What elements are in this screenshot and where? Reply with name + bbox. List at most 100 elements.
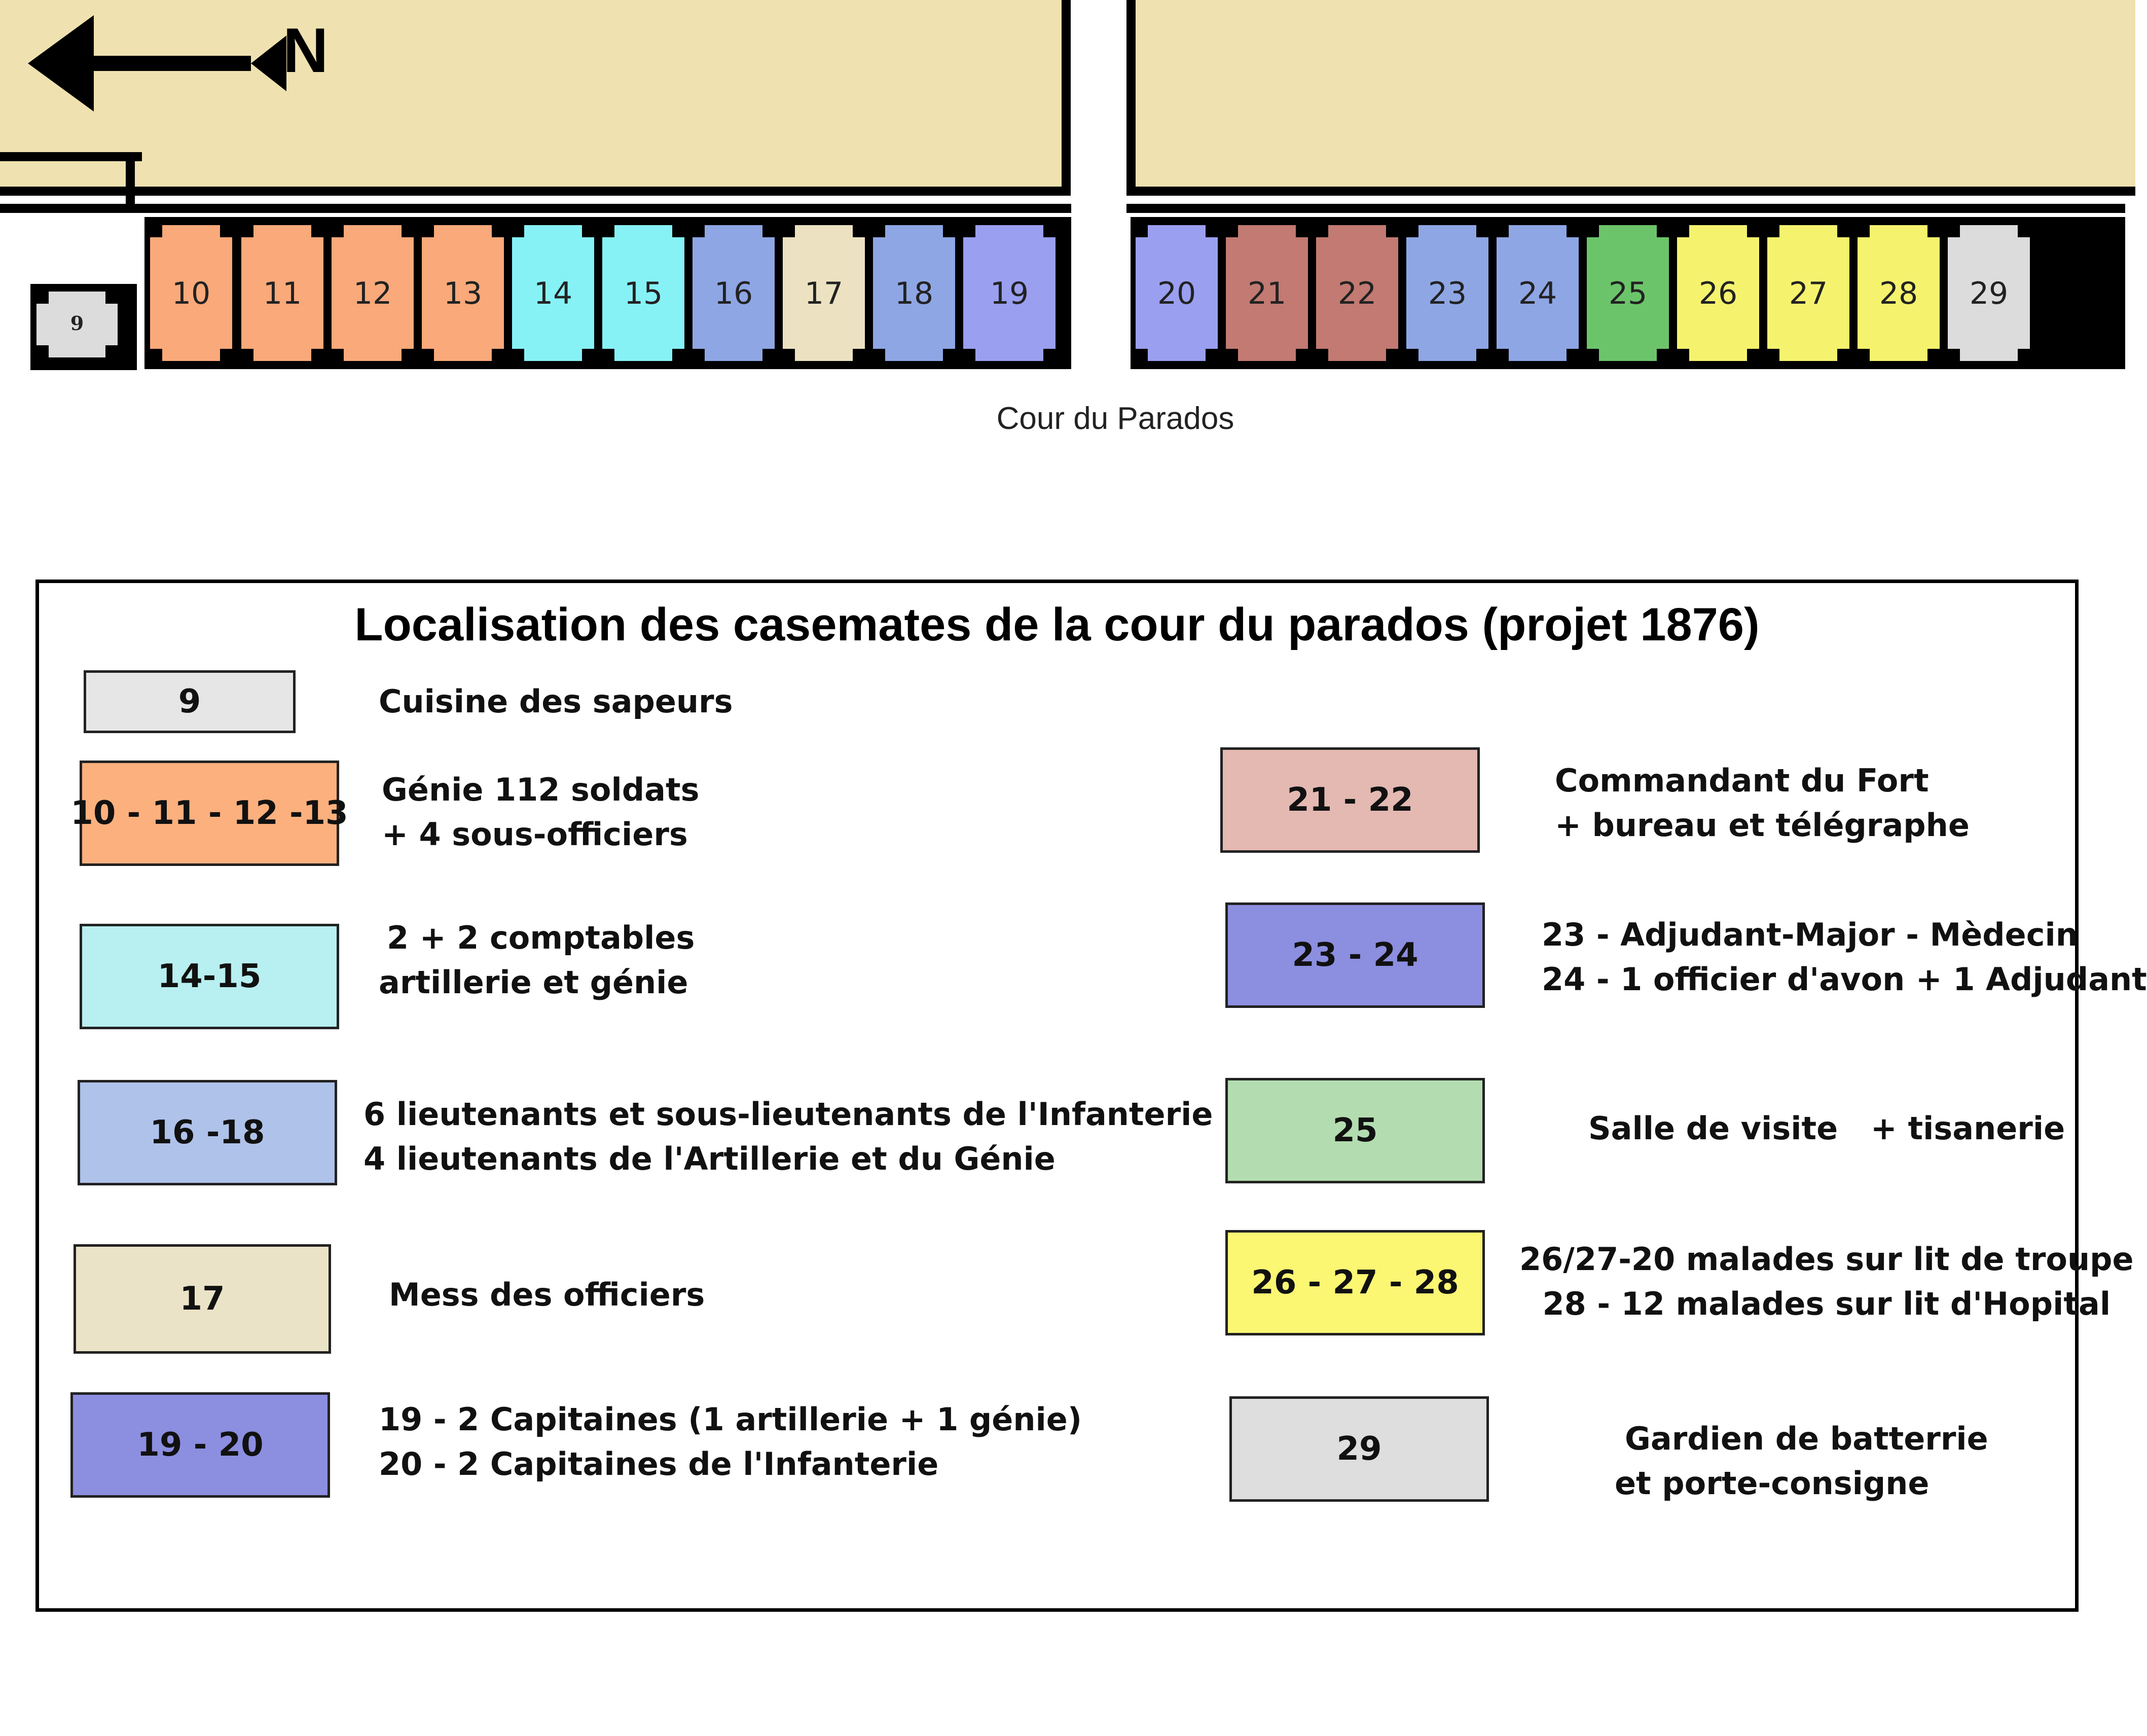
casemate-18: 18 [873, 225, 955, 361]
pier-notch [1497, 349, 1509, 361]
legend-key-17: 17 [74, 1244, 331, 1354]
casemate-number: 21 [1247, 276, 1287, 311]
casemate-20: 20 [1136, 225, 1218, 361]
entrance-wall-post [126, 152, 135, 213]
legend-desc-line: 6 lieutenants et sous-lieutenants de l'I… [363, 1096, 1213, 1133]
casemate-27: 27 [1767, 225, 1849, 361]
pier-notch [402, 349, 414, 361]
legend-desc-line: Commandant du Fort [1555, 762, 1929, 799]
pier-notch [1567, 225, 1579, 237]
legend-desc-29: Gardien de batterrie et porte-consigne [1615, 1417, 1988, 1506]
casemate-17: 17 [783, 225, 865, 361]
pier-notch [1476, 349, 1488, 361]
pier-notch [602, 225, 614, 237]
legend-desc-line: Mess des officiers [389, 1276, 705, 1313]
pier-notch [422, 225, 434, 237]
legend-key-16-18: 16 -18 [78, 1080, 337, 1185]
pier-notch [873, 349, 885, 361]
pier-notch [1767, 349, 1779, 361]
pier-notch [1858, 225, 1870, 237]
pier-notch [1677, 225, 1689, 237]
casemate-28: 28 [1858, 225, 1940, 361]
legend-desc-line: + bureau et télégraphe [1555, 807, 1970, 844]
casemate-25: 25 [1587, 225, 1669, 361]
pier-notch [332, 225, 344, 237]
pier-notch [311, 349, 323, 361]
legend-desc-21-22: Commandant du Fort + bureau et télégraph… [1555, 758, 1970, 848]
casemate-number: 11 [263, 276, 302, 311]
casemate-number: 16 [714, 276, 753, 311]
casemate-number: 12 [353, 276, 392, 311]
pier-notch [150, 225, 162, 237]
legend-desc-line: Génie 112 soldats [382, 771, 700, 808]
pier-notch [2018, 349, 2030, 361]
pier-notch [241, 225, 253, 237]
pier-notch [512, 225, 524, 237]
pier-notch [1567, 349, 1579, 361]
casemate-13: 13 [422, 225, 504, 361]
casemate-10: 10 [150, 225, 232, 361]
pier-notch [672, 349, 684, 361]
pier-notch [963, 349, 975, 361]
casemate-number: 24 [1518, 276, 1557, 311]
pier-notch [1837, 225, 1849, 237]
casemate-number: 15 [624, 276, 663, 311]
casemate-number: 27 [1789, 276, 1828, 311]
legend-key-23-24: 23 - 24 [1225, 902, 1485, 1008]
pier-notch [1858, 349, 1870, 361]
pier-notch [1206, 349, 1218, 361]
casemate-number: 10 [171, 276, 211, 311]
pier-notch [783, 225, 795, 237]
legend-panel: Localisation des casemates de la cour du… [35, 580, 2147, 1612]
legend-desc-26-28: 26/27-20 malades sur lit de troupe 28 - … [1519, 1237, 2134, 1326]
pier-notch [1677, 349, 1689, 361]
pier-notch [693, 225, 705, 237]
casemate-number: 22 [1337, 276, 1377, 311]
legend-desc-line: Salle de visite + tisanerie [1588, 1110, 2065, 1147]
fort-block-right [1126, 0, 2135, 196]
pier-notch [582, 225, 594, 237]
pier-notch [943, 349, 955, 361]
legend-title: Localisation des casemates de la cour du… [354, 599, 1760, 650]
pier-notch [1043, 225, 1056, 237]
legend-key-14-15: 14-15 [80, 924, 339, 1029]
pier-notch [1406, 225, 1418, 237]
entrance-wall [0, 152, 142, 161]
casemate-number: 23 [1428, 276, 1467, 311]
legend-desc-23-24: 23 - Adjudant-Major - Mèdecin 24 - 1 off… [1542, 913, 2147, 1002]
pier-notch [2018, 225, 2030, 237]
legend-desc-19-20: 19 - 2 Capitaines (1 artillerie + 1 géni… [379, 1397, 1082, 1487]
legend-key-25: 25 [1225, 1078, 1485, 1183]
corridor-wall-left [0, 204, 1071, 213]
north-label: N [283, 16, 329, 86]
pier-notch [873, 225, 885, 237]
casemate-11: 11 [241, 225, 323, 361]
pier-notch [582, 349, 594, 361]
casemate-24: 24 [1497, 225, 1579, 361]
pier-notch [241, 349, 253, 361]
pier-notch [105, 292, 118, 304]
pier-notch [37, 292, 49, 304]
casemate-number: 25 [1608, 276, 1648, 311]
pier-notch [1296, 225, 1308, 237]
legend-desc-line: 20 - 2 Capitaines de l'Infanterie [379, 1445, 939, 1482]
pier-notch [492, 225, 504, 237]
pier-notch [1296, 349, 1308, 361]
pier-notch [1406, 349, 1418, 361]
casemate-number: 18 [894, 276, 934, 311]
legend-key-21-22: 21 - 22 [1220, 747, 1480, 853]
pier-notch [1767, 225, 1779, 237]
pier-notch [1927, 225, 1940, 237]
pier-notch [1386, 225, 1398, 237]
pier-notch [311, 225, 323, 237]
legend-desc-25: Salle de visite + tisanerie [1588, 1106, 2065, 1151]
pier-notch [512, 349, 524, 361]
pier-notch [1948, 225, 1960, 237]
pier-notch [853, 349, 865, 361]
pier-notch [1587, 225, 1599, 237]
legend-desc-line: 4 lieutenants de l'Artillerie et du Géni… [363, 1140, 1056, 1177]
pier-notch [220, 349, 232, 361]
casemate-number: 19 [990, 276, 1029, 311]
legend-desc-line: et porte-consigne [1615, 1465, 1930, 1502]
pier-notch [1136, 225, 1148, 237]
